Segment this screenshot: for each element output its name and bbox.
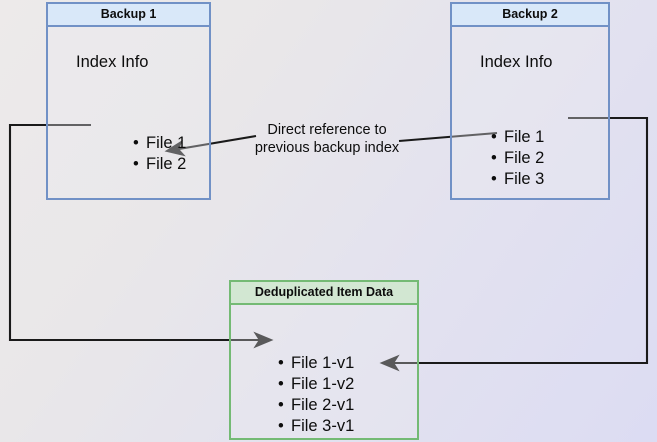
node-backup1-section-label: Index Info [76,53,149,71]
node-backup2-section-label: Index Info [480,53,553,71]
edge-label-direct-reference: Direct reference to previous backup inde… [251,121,403,157]
node-dedup-header: Deduplicated Item Data [231,282,417,305]
node-dedup-file-list: File 1-v1 File 1-v2 File 2-v1 File 3-v1 [271,353,354,437]
node-backup2-body: Index Info File 1 File 2 File 3 [452,27,608,198]
node-backup1-header: Backup 1 [48,4,209,27]
node-backup2-file-list: File 1 File 2 File 3 [484,127,544,190]
node-deduplicated-item-data[interactable]: Deduplicated Item Data File 1-v1 File 1-… [229,280,419,440]
list-item: File 2-v1 [278,395,354,416]
node-backup2-header: Backup 2 [452,4,608,27]
node-backup1-file-list: File 1 File 2 [126,133,186,175]
node-backup1-body: Index Info File 1 File 2 [48,27,209,198]
list-item: File 1-v1 [278,353,354,374]
list-item: File 1 [491,127,544,148]
list-item: File 2 [133,154,186,175]
list-item: File 3-v1 [278,416,354,437]
node-dedup-body: File 1-v1 File 1-v2 File 2-v1 File 3-v1 [231,305,417,438]
edge-label-line-1: Direct reference to [267,122,387,138]
list-item: File 1 [133,133,186,154]
node-backup2[interactable]: Backup 2 Index Info File 1 File 2 File 3 [450,2,610,200]
list-item: File 3 [491,169,544,190]
node-backup1[interactable]: Backup 1 Index Info File 1 File 2 [46,2,211,200]
list-item: File 2 [491,148,544,169]
list-item: File 1-v2 [278,374,354,395]
edge-label-line-2: previous backup index [254,140,400,156]
